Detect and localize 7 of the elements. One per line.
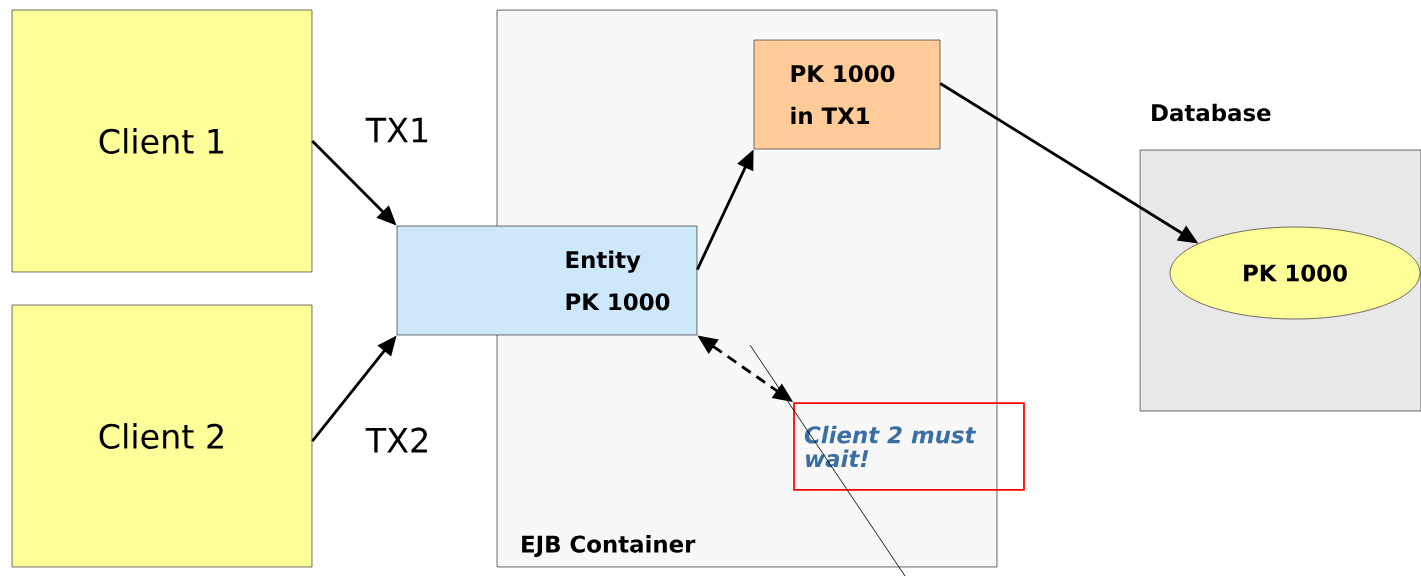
entity-box: Entity PK 1000 [396,225,698,336]
edge-label: TX2 [364,425,432,455]
client-box: Client 1 [11,9,313,273]
node-label: Database [1152,103,1271,122]
edge-label: TX1 [364,116,432,144]
client-box: Client 2 [11,304,313,568]
entity-box: PK 1000 in TX1 [753,39,941,150]
